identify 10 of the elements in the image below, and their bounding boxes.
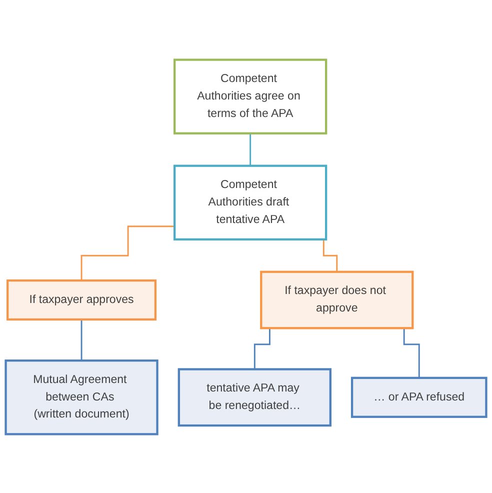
node-box: If taxpayer approves (6, 278, 157, 320)
connector (250, 132, 252, 166)
node-box: Competent Authorities draft tentative APA (174, 164, 328, 240)
node-box: If taxpayer does not approve (260, 270, 414, 329)
connector (80, 225, 175, 281)
node-box: … or APA refused (350, 376, 488, 418)
node-box: Competent Authorities agree on terms of the APA (174, 58, 328, 134)
node-box: Mutual Agreement between CAs (written document) (4, 359, 158, 435)
connector (80, 318, 82, 361)
node-box: tentative APA may be renegotiated… (178, 368, 332, 426)
